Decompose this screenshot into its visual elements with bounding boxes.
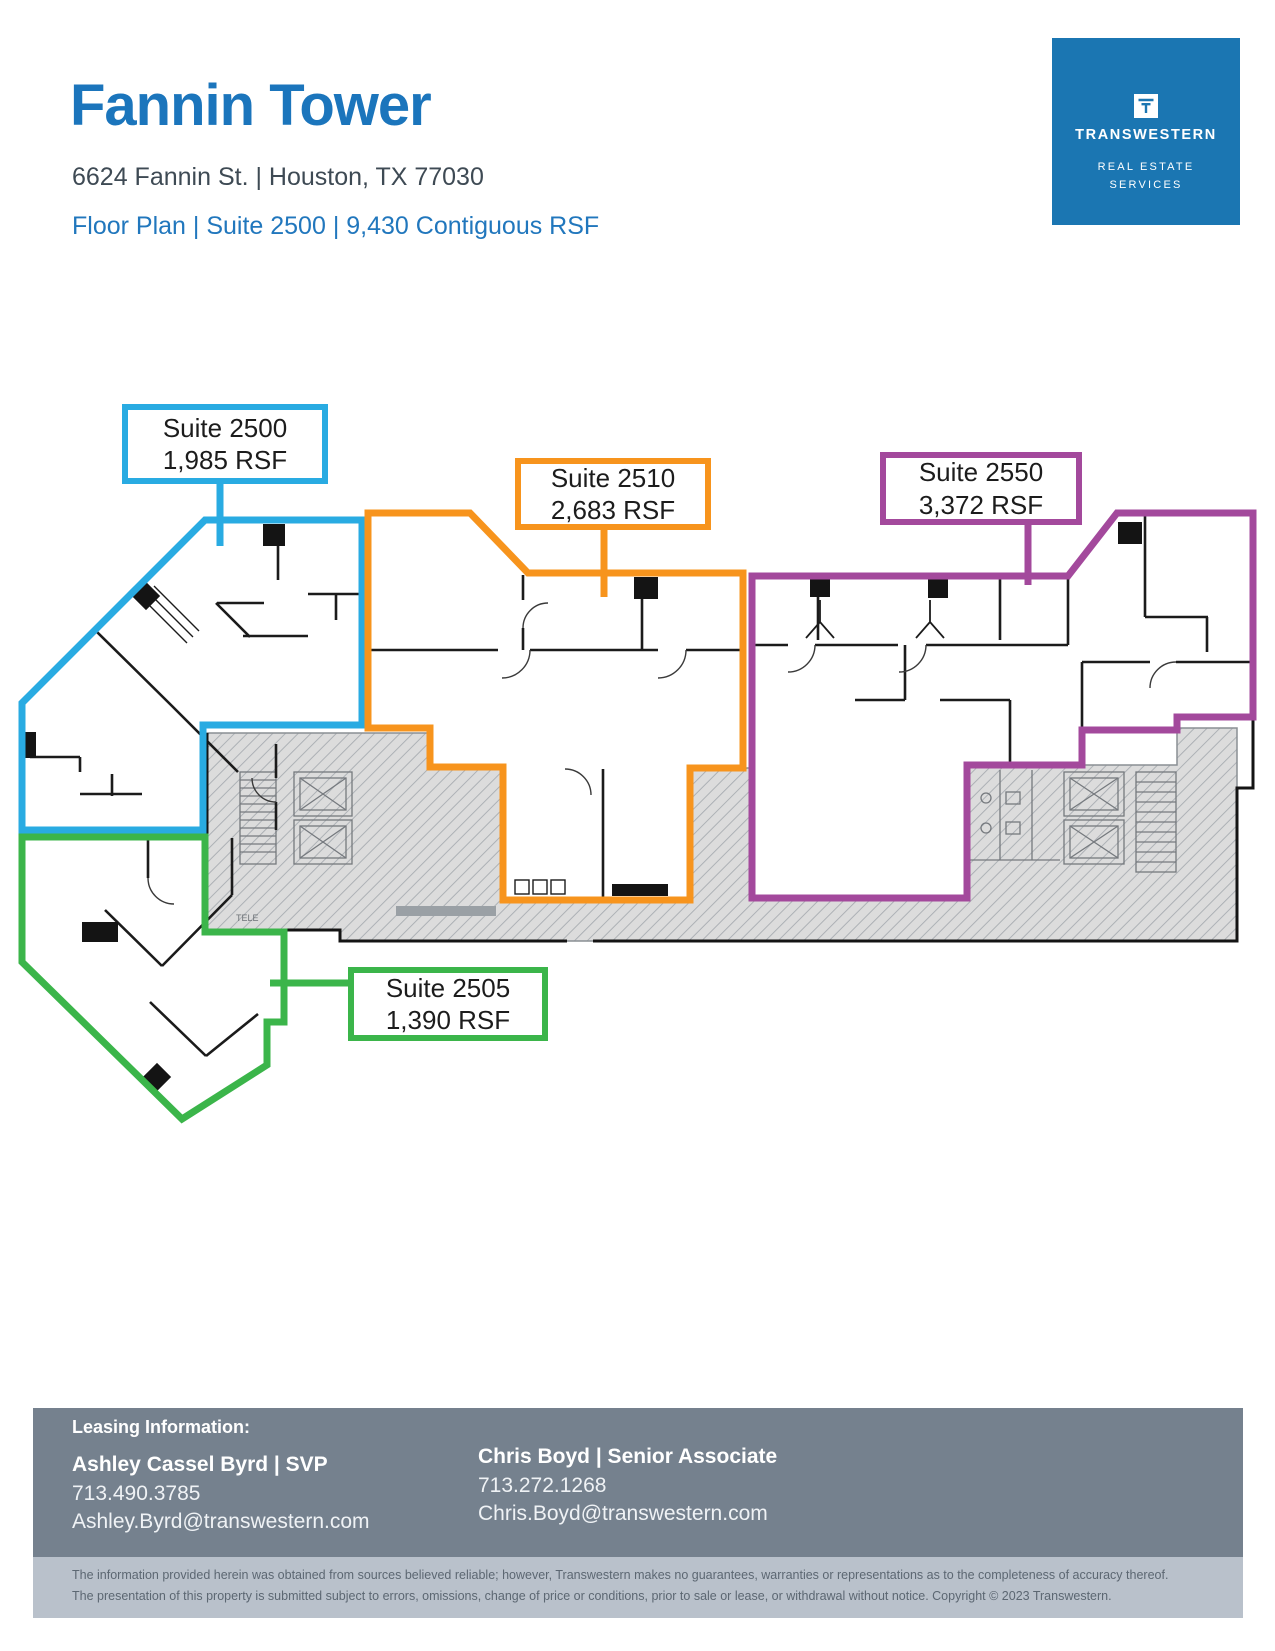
suite-2505-outline: [18, 833, 288, 1124]
suite-2500-outline: [18, 516, 366, 834]
core-tele-label: TELE: [236, 913, 259, 923]
logo-tagline-2: SERVICES: [1109, 178, 1183, 191]
disclaimer-line-1: The information provided herein was obta…: [72, 1568, 1169, 1582]
disclaimer-line-2: The presentation of this property is sub…: [72, 1589, 1112, 1603]
leasing-heading: Leasing Information:: [72, 1417, 251, 1437]
suite-2550-name: Suite 2550: [918, 457, 1044, 488]
contact-ashley: Ashley Cassel Byrd | SVP 713.490.3785 As…: [72, 1450, 370, 1536]
suite-2550-area: 3,372 RSF: [918, 489, 1044, 520]
contact-name-title: Chris Boyd | Senior Associate: [478, 1445, 778, 1468]
property-address: 6624 Fannin St. | Houston, TX 77030: [72, 163, 484, 191]
suite-2510-name: Suite 2510: [550, 462, 676, 493]
contact-chris: Chris Boyd | Senior Associate 713.272.12…: [478, 1442, 777, 1528]
label-leader-lines: [216, 478, 1032, 987]
contact-name-title: Ashley Cassel Byrd | SVP: [72, 1453, 328, 1476]
suite-2550-label: Suite 2550 3,372 RSF: [880, 452, 1082, 525]
suite-2500-area: 1,985 RSF: [162, 445, 288, 475]
logo-tagline-1: REAL ESTATE: [1097, 161, 1195, 173]
contact-phone: 713.272.1268: [478, 1474, 607, 1497]
contact-email: Chris.Boyd@transwestern.com: [478, 1502, 768, 1525]
core-details: [239, 770, 1177, 916]
disclaimer-text: The information provided herein was obta…: [72, 1565, 1222, 1607]
suite-floor-areas: [22, 513, 1253, 1119]
suite-2510-label: Suite 2510 2,683 RSF: [515, 458, 711, 530]
suite-2505-area: 1,390 RSF: [385, 1005, 511, 1035]
suite-2500-label: Suite 2500 1,985 RSF: [122, 404, 328, 484]
leasing-info-band: Leasing Information: Ashley Cassel Byrd …: [33, 1408, 1243, 1557]
interior-walls: [30, 513, 1253, 1058]
suite-2500-name: Suite 2500: [162, 412, 288, 443]
floor-plan-subtitle: Floor Plan | Suite 2500 | 9,430 Contiguo…: [72, 212, 600, 240]
suite-2505-label: Suite 2505 1,390 RSF: [348, 967, 548, 1041]
suite-2505-name: Suite 2505: [385, 972, 511, 1003]
disclaimer-band: The information provided herein was obta…: [33, 1557, 1243, 1618]
suite-2510-area: 2,683 RSF: [550, 495, 676, 525]
contact-email: Ashley.Byrd@transwestern.com: [72, 1510, 370, 1533]
transwestern-logo: TRANSWESTERN REAL ESTATE SERVICES: [1052, 38, 1240, 225]
floor-plan-drawing: TELE: [18, 478, 1257, 1124]
door-arcs: [147, 602, 1177, 905]
suite-2510-outline: [364, 509, 747, 904]
page-title: Fannin Tower: [70, 73, 432, 138]
contact-phone: 713.490.3785: [72, 1482, 201, 1505]
suite-2550-outline: [748, 509, 1257, 902]
logo-company-name: TRANSWESTERN: [1075, 127, 1217, 143]
transwestern-t-icon: [1134, 94, 1158, 118]
